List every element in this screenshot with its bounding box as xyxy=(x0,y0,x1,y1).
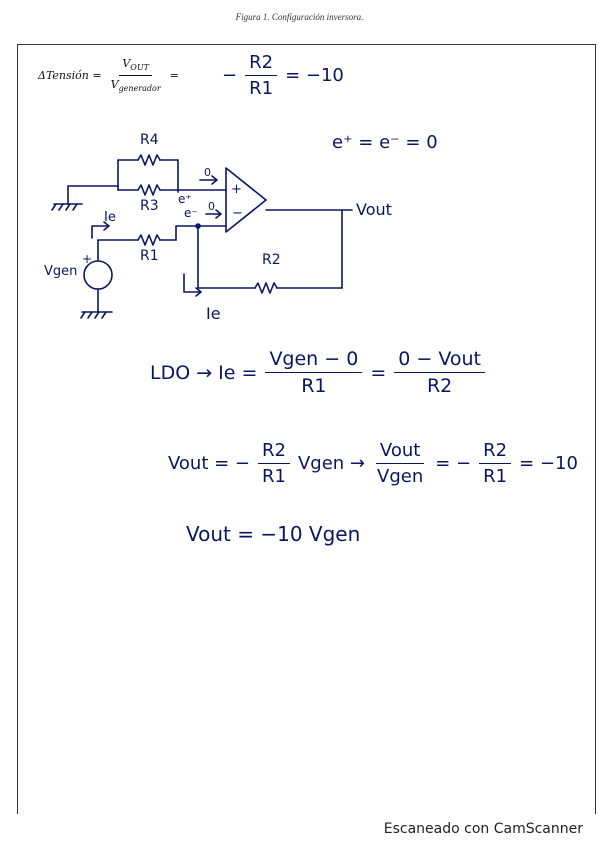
printed-formula: ΔTensión = VOUT Vgenerador = xyxy=(38,50,179,100)
label-ie-top: Ie xyxy=(104,210,116,225)
eq2-frac2: Vout Vgen xyxy=(373,440,427,487)
label-vgen: Vgen xyxy=(44,264,78,279)
gain-fraction: R2 R1 xyxy=(245,52,278,99)
gain-rest: = −10 xyxy=(285,65,344,86)
eq2-frac1-den: R1 xyxy=(262,466,286,487)
eq2-frac3: R2 R1 xyxy=(479,440,512,487)
eq1-equals: = xyxy=(370,361,387,384)
eq2-frac1: R2 R1 xyxy=(258,440,290,487)
eq2-frac2-den: Vgen xyxy=(377,466,424,487)
eq2-lhs: Vout = − xyxy=(168,453,251,474)
figure-caption: Figura 1. Configuración inversora. xyxy=(235,12,364,22)
formula-den-sub: generador xyxy=(118,83,161,93)
figure-frame xyxy=(17,44,596,814)
label-e-minus: e⁻ xyxy=(184,206,198,220)
eq1-frac2-den: R2 xyxy=(426,375,453,397)
resistor-r4 xyxy=(137,154,161,166)
opamp-minus-sign: − xyxy=(232,206,243,221)
current-arrow-bottom xyxy=(183,273,201,293)
formula-eq: = xyxy=(169,68,179,82)
source-plus-sign: + xyxy=(82,252,93,266)
label-ie-bottom: Ie xyxy=(206,304,221,323)
eq1-frac2-num: 0 − Vout xyxy=(394,348,485,373)
eq2-mid: Vgen → xyxy=(297,453,366,474)
eq2-end: = −10 xyxy=(519,453,578,474)
ground-symbol-bottom xyxy=(80,311,113,319)
label-vout: Vout xyxy=(356,200,392,219)
opamp-plus-sign: + xyxy=(231,182,242,197)
resistor-r2 xyxy=(254,282,278,294)
label-e-plus: e⁺ xyxy=(178,192,192,206)
eq2-frac3-den: R1 xyxy=(483,466,508,487)
zero-arrow-top xyxy=(199,175,218,185)
gain-minus: − xyxy=(222,65,238,86)
ground-symbol-left xyxy=(51,185,83,211)
current-arrow-top xyxy=(91,225,109,239)
formula-den: V xyxy=(110,77,119,91)
formula-num: V xyxy=(122,57,131,71)
eq2-eq: = − xyxy=(435,453,472,474)
handwritten-gain: − R2 R1 = −10 xyxy=(222,52,344,99)
formula-lhs: ΔTensión = xyxy=(38,68,102,82)
op-amp xyxy=(225,167,267,233)
label-r3: R3 xyxy=(140,198,159,214)
gain-den: R1 xyxy=(249,78,274,99)
label-r2: R2 xyxy=(262,252,281,268)
resistor-r1 xyxy=(137,234,161,246)
label-r4: R4 xyxy=(140,132,159,148)
label-zero-mid: 0 xyxy=(208,200,215,213)
equation-line-2: Vout = − R2 R1 Vgen → Vout Vgen = − R2 R… xyxy=(168,440,578,487)
equation-line-1: LDO → Ie = Vgen − 0 R1 = 0 − Vout R2 xyxy=(150,348,485,397)
equation-line-3: Vout = −10 Vgen xyxy=(186,522,361,546)
formula-num-sub: OUT xyxy=(130,63,149,73)
camscanner-watermark: Escaneado con CamScanner xyxy=(383,821,583,837)
label-zero-top: 0 xyxy=(204,166,211,179)
eq2-frac3-num: R2 xyxy=(479,440,512,464)
eq1-label: LDO → Ie = xyxy=(150,361,258,384)
eq1-frac1-num: Vgen − 0 xyxy=(265,348,363,373)
resistor-r3 xyxy=(137,184,161,196)
gain-num: R2 xyxy=(245,52,278,76)
virtual-ground-note: e⁺ = e⁻ = 0 xyxy=(332,132,438,153)
eq2-frac1-num: R2 xyxy=(258,440,290,464)
zero-arrow-mid xyxy=(205,209,222,219)
eq2-frac2-num: Vout xyxy=(375,440,425,464)
formula-fraction: VOUT Vgenerador xyxy=(108,57,164,92)
arrow-head-bottom xyxy=(195,287,202,297)
eq1-frac1-den: R1 xyxy=(301,375,327,397)
eq1-frac2: 0 − Vout R2 xyxy=(394,348,485,397)
arrow-head-top xyxy=(103,221,110,231)
label-r1: R1 xyxy=(140,248,159,264)
eq1-frac1: Vgen − 0 R1 xyxy=(265,348,363,397)
